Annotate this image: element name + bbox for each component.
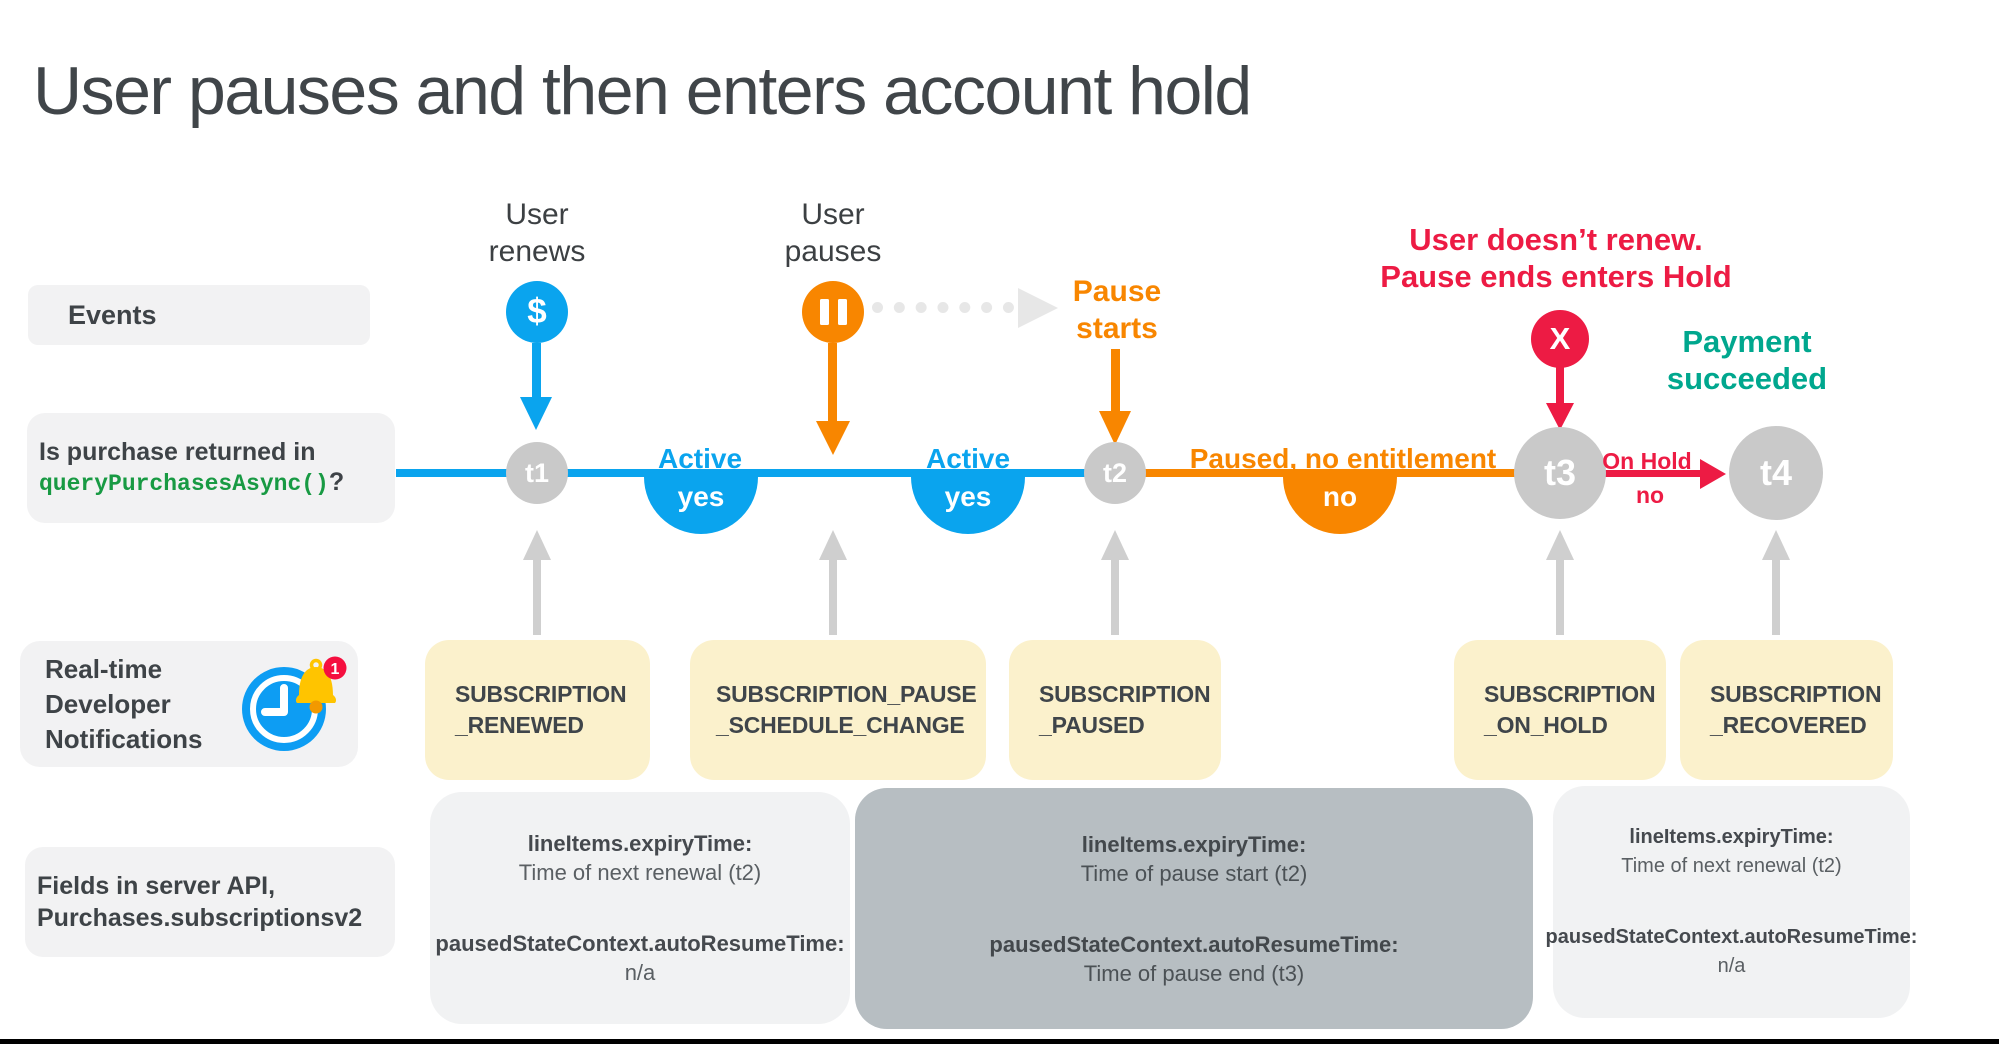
event-label-payment-succeeded: Payment succeeded	[1666, 324, 1828, 396]
badge-count: 1	[331, 661, 340, 678]
hold-down-arrowhead-icon	[1546, 403, 1574, 430]
pause-starts-down-arrowhead-icon	[1099, 411, 1131, 445]
up-arrowhead-icon-t2	[1101, 530, 1129, 560]
up-arrow-icon-t1	[533, 558, 541, 635]
clock-notification-icon: 1	[242, 656, 347, 751]
up-arrow-icon-t4	[1772, 558, 1780, 635]
status-active-2: Active	[925, 443, 1011, 474]
event-label-user-pauses: User pauses	[784, 198, 882, 268]
events-label: Events	[68, 300, 157, 330]
timeline-node-t3: t3	[1514, 427, 1606, 519]
query-suffix: ?	[328, 468, 345, 496]
renew-down-arrow-icon	[532, 343, 541, 399]
up-arrowhead-icon-pause	[819, 530, 847, 560]
timeline-node-t2: t2	[1084, 442, 1146, 504]
notification-box-subscription-pause-schedule-change: SUBSCRIPTION_PAUSE _SCHEDULE_CHANGE	[690, 640, 986, 780]
status-active-1: Active	[657, 443, 743, 474]
rtdn-line1: Real-time	[45, 653, 163, 684]
timeline-active-segment	[396, 469, 1115, 477]
up-arrow-icon-t2	[1111, 558, 1119, 635]
notification-box-subscription-recovered: SUBSCRIPTION _RECOVERED	[1680, 640, 1893, 780]
api-fields-box-paused-highlighted: lineItems.expiryTime: Time of pause star…	[855, 788, 1533, 1029]
pause-starts-down-arrow-icon	[1111, 349, 1120, 413]
query-code: queryPurchasesAsync()	[39, 471, 329, 497]
notification-box-subscription-renewed: SUBSCRIPTION _RENEWED	[425, 640, 650, 780]
x-icon: X	[1531, 310, 1589, 368]
api-fields-box-recovered: lineItems.expiryTime: Time of next renew…	[1546, 786, 1917, 1018]
field-value: Time of pause end (t3)	[1083, 960, 1305, 986]
query-line1: Is purchase returned in	[39, 438, 316, 466]
dollar-icon: $	[506, 281, 568, 343]
api-fields-box-renewed: lineItems.expiryTime: Time of next renew…	[430, 792, 850, 1024]
field-value: Time of next renewal (t2)	[518, 860, 762, 885]
timeline-hold-arrow	[1604, 470, 1702, 477]
notification-badge	[323, 656, 347, 680]
timeline-paused-segment	[1115, 469, 1562, 477]
up-arrow-icon-pause	[829, 558, 837, 635]
field-value: Time of next renewal (t2)	[1621, 855, 1842, 877]
dotted-connector-arrowhead-icon	[1018, 288, 1058, 328]
field-label: pausedStateContext.autoResumeTime:	[1545, 926, 1918, 948]
answer-yes-1: yes	[644, 477, 758, 534]
answer-no-hold: no	[1635, 482, 1665, 508]
dotted-connector-icon	[872, 302, 1014, 313]
query-line2: queryPurchasesAsync()?	[39, 467, 395, 499]
fields-line1: Fields in server API,	[37, 872, 276, 900]
answer-no-paused: no	[1283, 477, 1397, 534]
pause-down-arrow-icon	[828, 343, 837, 423]
up-arrowhead-icon-t1	[523, 530, 551, 560]
up-arrowhead-icon-t3	[1546, 530, 1574, 560]
bell-icon	[295, 658, 337, 714]
event-label-user-renews: User renews	[488, 198, 586, 268]
event-label-pause-starts: Pause starts	[1072, 275, 1162, 345]
row-label-server-api-fields: Fields in server API, Purchases.subscrip…	[25, 847, 395, 957]
hold-down-arrow-icon	[1556, 366, 1564, 406]
field-value: n/a	[624, 960, 656, 985]
rtdn-line3: Notifications	[45, 723, 203, 754]
field-label: pausedStateContext.autoResumeTime:	[435, 931, 845, 956]
timeline-node-t1: t1	[506, 442, 568, 504]
renew-down-arrowhead-icon	[520, 397, 552, 430]
fields-line2: Purchases.subscriptionsv2	[37, 904, 363, 932]
slide-bottom-rule	[0, 1039, 1999, 1044]
status-paused-no-entitlement: Paused, no entitlement	[1189, 443, 1497, 474]
field-value: Time of pause start (t2)	[1080, 860, 1308, 886]
row-label-events: Events	[28, 285, 370, 345]
field-label: lineItems.expiryTime:	[1629, 826, 1834, 848]
status-on-hold: On Hold	[1602, 448, 1692, 474]
field-label: lineItems.expiryTime:	[1081, 831, 1307, 857]
field-label: lineItems.expiryTime:	[527, 831, 753, 856]
rtdn-line2: Developer	[45, 688, 171, 719]
notification-box-subscription-on-hold: SUBSCRIPTION _ON_HOLD	[1454, 640, 1666, 780]
timeline-node-t4: t4	[1729, 426, 1823, 520]
field-value: n/a	[1717, 955, 1746, 977]
up-arrowhead-icon-t4	[1762, 530, 1790, 560]
timeline-hold-arrowhead-icon	[1700, 459, 1726, 489]
page-title: User pauses and then enters account hold	[33, 53, 1252, 129]
notification-box-subscription-paused: SUBSCRIPTION _PAUSED	[1009, 640, 1221, 780]
answer-yes-2: yes	[911, 477, 1025, 534]
pause-down-arrowhead-icon	[816, 421, 850, 455]
field-label: pausedStateContext.autoResumeTime:	[989, 931, 1399, 957]
up-arrow-icon-t3	[1556, 558, 1564, 635]
row-label-query-purchases: Is purchase returned in queryPurchasesAs…	[27, 413, 395, 523]
event-label-user-doesnt-renew: User doesn’t renew. Pause ends enters Ho…	[1380, 222, 1732, 294]
pause-icon	[802, 281, 864, 343]
